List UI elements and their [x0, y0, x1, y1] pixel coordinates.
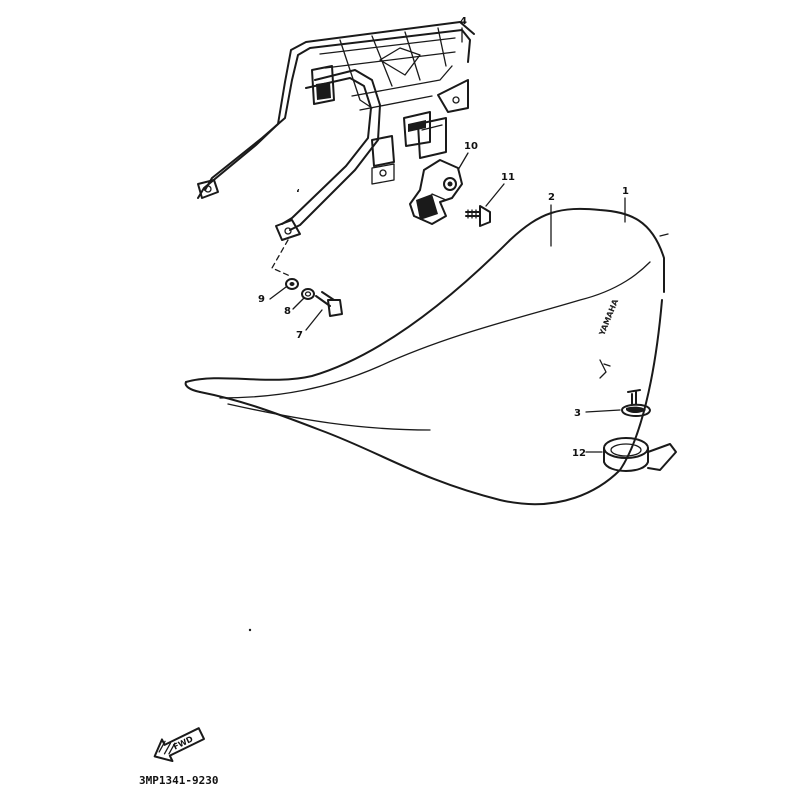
- callout-2: 2: [548, 192, 555, 203]
- spring-washer[interactable]: 8: [284, 288, 315, 317]
- stray-dot: [248, 628, 252, 632]
- carrier[interactable]: 4 ʻ: [197, 16, 475, 241]
- plain-washer[interactable]: 9: [258, 278, 299, 305]
- lock-screw[interactable]: 11: [465, 172, 515, 227]
- callout-11: 11: [501, 172, 515, 183]
- carrier-bolt[interactable]: 7: [296, 291, 343, 341]
- callout-9: 9: [258, 294, 265, 305]
- callout-10: 10: [464, 141, 478, 152]
- callout-4: 4: [460, 16, 467, 27]
- seat-collar[interactable]: 12: [572, 437, 677, 472]
- callout-8: 8: [284, 306, 291, 317]
- diagram-code: 3MP1341-9230: [139, 774, 218, 787]
- callout-12: 12: [572, 448, 586, 459]
- stray-mark: ʻ: [296, 188, 300, 199]
- seat-lock[interactable]: 10: [409, 141, 478, 225]
- callout-1: 1: [622, 186, 629, 197]
- seat-brand: YAMAHA: [597, 297, 620, 338]
- callout-7: 7: [296, 330, 303, 341]
- seat[interactable]: YAMAHA 1 2: [184, 186, 669, 506]
- fwd-arrow: FWD: [153, 727, 205, 763]
- carrier-fasteners: 9 8 7: [258, 239, 343, 341]
- callout-3: 3: [574, 408, 581, 419]
- seat-bolt[interactable]: 3: [574, 389, 651, 419]
